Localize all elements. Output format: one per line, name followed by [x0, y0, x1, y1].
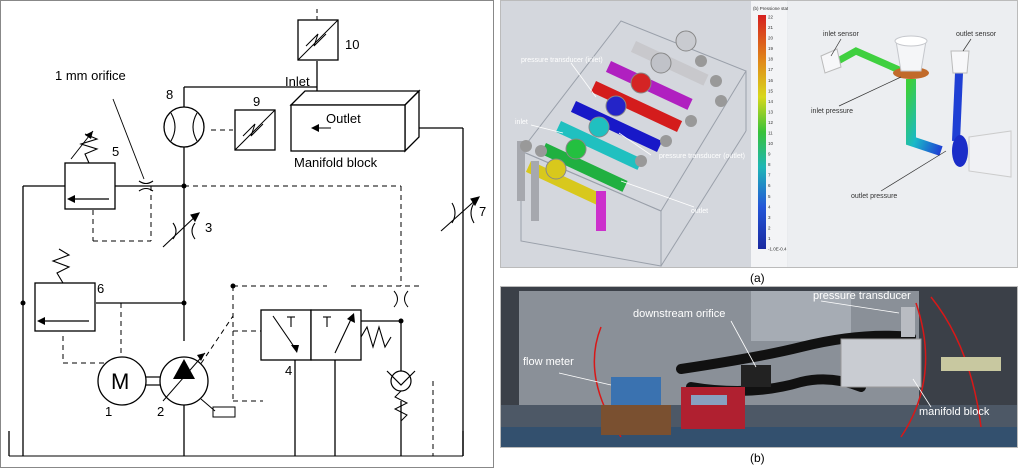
number-1: 1: [105, 404, 112, 419]
sim-label-pt-inlet: pressure transducer (inlet): [521, 57, 603, 64]
colorbar-title: (b) Pressione statica - bar: [753, 6, 805, 11]
directional-valve-4: [260, 309, 392, 361]
motor-1: [97, 356, 161, 406]
colorbar-tick-label: 2: [768, 225, 771, 230]
sim-label-inlet: inlet: [515, 119, 528, 126]
colorbar-tick-label: 9: [768, 152, 771, 157]
photo-label-flow-meter: flow meter: [523, 356, 574, 368]
flow-meter-8: [163, 106, 205, 148]
colorbar-tick-label: 19: [768, 46, 774, 51]
colorbar-tick-label: 13: [768, 109, 774, 114]
colorbar-tick-label: 17: [768, 67, 774, 72]
number-2: 2: [157, 404, 164, 419]
colorbar-tick-label: 12: [768, 120, 774, 125]
sim-label-pt-outlet: pressure transducer (outlet): [659, 153, 745, 160]
motor-label: M: [111, 369, 129, 394]
simulation-svg: pressure transducer (inlet) inlet pressu…: [501, 1, 1017, 267]
number-3: 3: [205, 220, 212, 235]
colorbar-tick-label: 10: [768, 141, 774, 146]
test-rig-photo-panel: pressure transducer downstream orifice f…: [500, 286, 1018, 448]
photo-label-downstream-orifice: downstream orifice: [633, 308, 725, 320]
colorbar-tick-label: 8: [768, 162, 771, 167]
pressure-colorbar: [758, 15, 766, 249]
caption-b: (b): [750, 451, 765, 465]
colorbar-tick-label: 16: [768, 78, 774, 83]
colorbar-tick-label: 21: [768, 25, 774, 30]
caption-a: (a): [750, 271, 765, 285]
colorbar-tick-label: -1.0E-0.4: [768, 247, 787, 252]
manifold-block: [289, 89, 421, 153]
variable-orifice-3: [162, 212, 201, 248]
variable-pump-2: [159, 352, 236, 418]
photo-label-pressure-transducer: pressure transducer: [813, 290, 911, 302]
sim-label-outlet-sensor: outlet sensor: [956, 31, 997, 38]
colorbar-tick-label: 14: [768, 99, 774, 104]
display-unit: [681, 387, 745, 429]
downstream-orifice-photo: [741, 365, 771, 387]
manifold-block-photo: [840, 338, 922, 388]
sim-label-inlet-pressure: inlet pressure: [811, 108, 853, 115]
number-6: 6: [97, 281, 104, 296]
photo-svg: pressure transducer downstream orifice f…: [501, 287, 1017, 447]
colorbar-tick-label: 7: [768, 173, 771, 178]
colorbar-tick-label: 15: [768, 88, 774, 93]
sim-label-outlet-pressure: outlet pressure: [851, 193, 897, 200]
sim-label-inlet-sensor: inlet sensor: [823, 31, 859, 38]
colorbar-tick-label: 3: [768, 215, 771, 220]
colorbar-tick-label: 6: [768, 183, 771, 188]
orifice-label: 1 mm orifice: [55, 68, 126, 83]
inlet-label: Inlet: [285, 74, 310, 89]
filter-9: [234, 109, 276, 151]
colorbar-tick-label: 5: [768, 194, 771, 199]
relief-valve-6: [34, 248, 96, 332]
schematic-svg: 1 mm orifice Inlet Outlet Manifold block…: [8, 9, 486, 457]
outlet-label: Outlet: [326, 111, 361, 126]
colorbar-tick-label: 22: [768, 15, 774, 20]
number-7: 7: [479, 204, 486, 219]
colorbar-tick-label: 20: [768, 36, 774, 41]
colorbar-tick-label: 11: [768, 131, 773, 136]
cfd-simulation-panel: pressure transducer (inlet) inlet pressu…: [500, 0, 1018, 268]
manifold-label: Manifold block: [294, 155, 378, 170]
filter-10: [297, 9, 339, 61]
variable-orifice-7: [440, 196, 481, 232]
colorbar-tick-label: 1: [768, 236, 771, 241]
number-4: 4: [285, 363, 292, 378]
check-valve: [386, 370, 416, 422]
hydraulic-schematic-panel: 1 mm orifice Inlet Outlet Manifold block…: [0, 0, 494, 468]
orifice-symbol: [112, 98, 154, 192]
sensor-geometry: [820, 35, 1012, 178]
number-5: 5: [112, 144, 119, 159]
sim-label-outlet: outlet: [691, 208, 708, 215]
colorbar-tick-label: 18: [768, 57, 774, 62]
number-10: 10: [345, 37, 359, 52]
colorbar-tick-label: 4: [768, 204, 771, 209]
photo-label-manifold-block: manifold block: [919, 406, 990, 418]
relief-valve-5: [64, 130, 116, 210]
number-9: 9: [253, 94, 260, 109]
manifold-channels: [517, 30, 727, 231]
number-8: 8: [166, 87, 173, 102]
